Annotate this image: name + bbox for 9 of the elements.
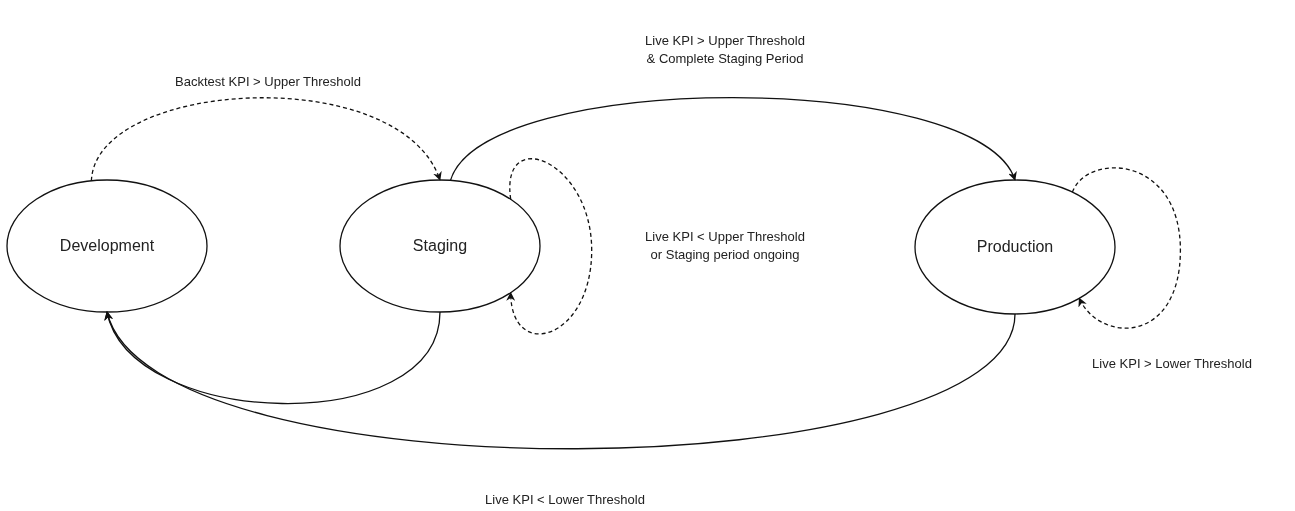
arrow (90, 97, 441, 182)
arrow (449, 97, 1016, 182)
arrow (106, 311, 1016, 450)
arrow (1071, 167, 1182, 329)
state-label: Development (59, 237, 155, 255)
arrow (106, 311, 441, 405)
state-label: Staging (412, 237, 468, 255)
arrow (507, 158, 593, 335)
state-label: Production (976, 238, 1054, 256)
